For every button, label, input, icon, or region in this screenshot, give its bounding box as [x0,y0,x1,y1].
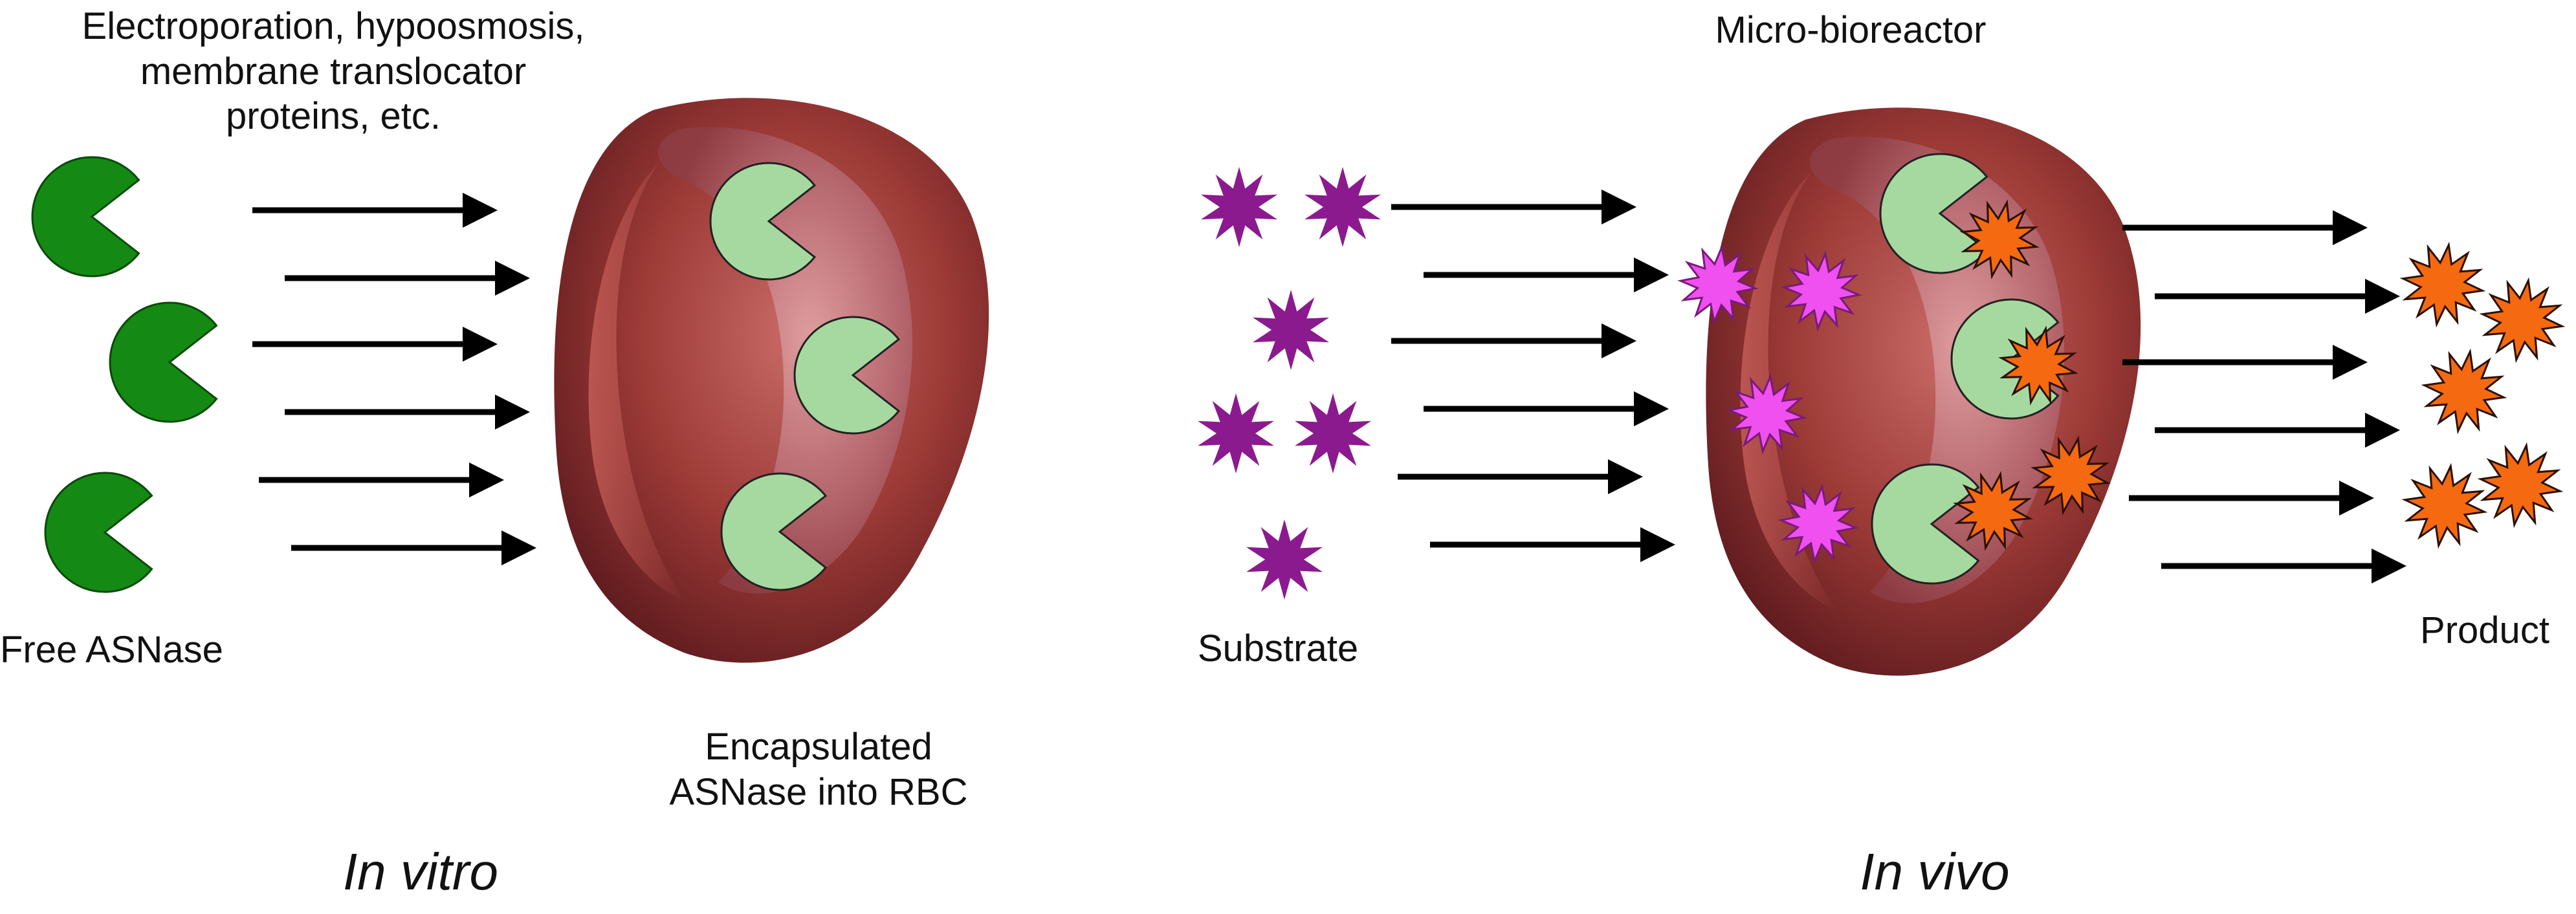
substrate-group [1198,167,1381,600]
substrate-label: Substrate [1197,627,1359,669]
free-enzyme-icon [109,301,218,423]
encapsulated-enzyme-icon [709,162,817,281]
in-vivo-label: In vivo [1860,843,2010,900]
substrate-inside-starburst-icon [1781,250,1862,332]
product-inside-starburst-icon [2031,435,2111,516]
product-starburst-icon [2399,241,2486,328]
product-starburst-icon [2421,348,2507,435]
free-enzyme-icon [44,472,153,593]
substrate-starburst-icon [1246,519,1323,600]
micro-bioreactor-label: Micro-bioreactor [1715,9,1987,51]
free-enzyme-icon [31,156,140,277]
arrow-group-left [252,193,536,565]
substrate-starburst-icon [1295,393,1371,473]
method-label-line-2: membrane translocator [140,50,527,92]
method-label-line-1: Electroporation, hypoosmosis, [82,5,585,47]
product-inside-starburst-icon [1959,199,2040,279]
free-asnase-label: Free ASNase [0,629,223,671]
substrate-starburst-icon [1253,290,1329,370]
product-inside-group [1953,199,2111,551]
substrate-inside-starburst-icon [1778,483,1859,565]
encapsulated-enzyme-icon [793,316,901,435]
product-inside-starburst-icon [1953,471,2033,551]
encapsulated-label: Encapsulated ASNase into RBC [666,724,971,814]
arrow-group-middle [1391,190,1675,562]
encapsulated-label-line-2: ASNase into RBC [669,770,968,813]
product-inside-starburst-icon [1998,325,2078,406]
in-vitro-label: In vitro [342,843,499,900]
product-starburst-icon [2477,442,2564,528]
encapsulated-enzyme-icon [720,472,828,591]
encapsulated-enzyme-icon [1871,463,1980,585]
encapsulated-label-line-1: Encapsulated [705,726,932,768]
method-label: Electroporation, hypoosmosis, membrane t… [0,4,666,139]
encapsulated-enzyme-group [709,162,901,591]
substrate-inside-starburst-icon [1726,373,1807,455]
substrate-starburst-icon [1305,167,1381,247]
method-label-line-3: proteins, etc. [225,95,441,138]
product-starburst-icon [2479,277,2566,364]
free-enzyme-group [31,156,218,593]
product-label: Product [2420,609,2549,651]
red-blood-cell-icon [554,98,989,663]
encapsulated-enzyme-icon [1879,153,1988,274]
product-starburst-icon [2401,462,2488,549]
substrate-starburst-icon [1198,393,1274,473]
substrate-inside-starburst-icon [1677,244,1759,325]
substrate-starburst-icon [1201,167,1277,247]
arrow-group-right [2122,210,2406,583]
substrate-inside-group [1677,244,1862,565]
product-group [2399,241,2566,549]
